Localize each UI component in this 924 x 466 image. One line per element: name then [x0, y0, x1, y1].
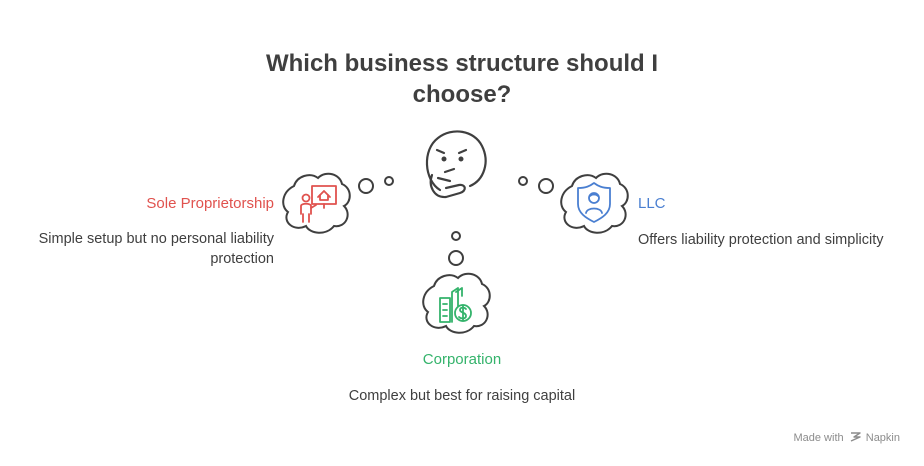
llc-label: LLC — [638, 195, 666, 212]
dot-left-small — [384, 176, 394, 186]
buildings-dollar-icon — [439, 287, 472, 323]
page-title: Which business structure should I choose… — [265, 50, 659, 108]
thought-dots — [358, 176, 554, 266]
dot-bottom-small — [451, 231, 461, 241]
sole-proprietorship-description: Simple setup but no personal liability p… — [38, 231, 274, 267]
llc-description: Offers liability protection and simplici… — [638, 232, 884, 248]
dot-left-large — [358, 178, 374, 194]
corporation-label: Corporation — [422, 351, 502, 368]
dot-bottom-large — [448, 250, 464, 266]
dot-right-large — [538, 178, 554, 194]
person-house-sign-icon — [300, 185, 337, 223]
napkin-logo-icon — [850, 432, 861, 442]
dot-right-small — [518, 176, 528, 186]
credit-prefix: Made with — [793, 432, 844, 444]
credit-brand: Napkin — [865, 432, 900, 444]
corporation-cloud — [422, 272, 491, 334]
llc-cloud — [560, 172, 629, 234]
thinking-face-icon — [425, 130, 487, 199]
napkin-credit[interactable]: Made with Napkin — [793, 431, 900, 444]
sole-proprietorship-label: Sole Proprietorship — [146, 195, 274, 212]
sole-proprietorship-cloud — [282, 172, 351, 234]
corporation-description: Complex but best for raising capital — [348, 388, 576, 404]
shield-person-icon — [577, 182, 611, 223]
